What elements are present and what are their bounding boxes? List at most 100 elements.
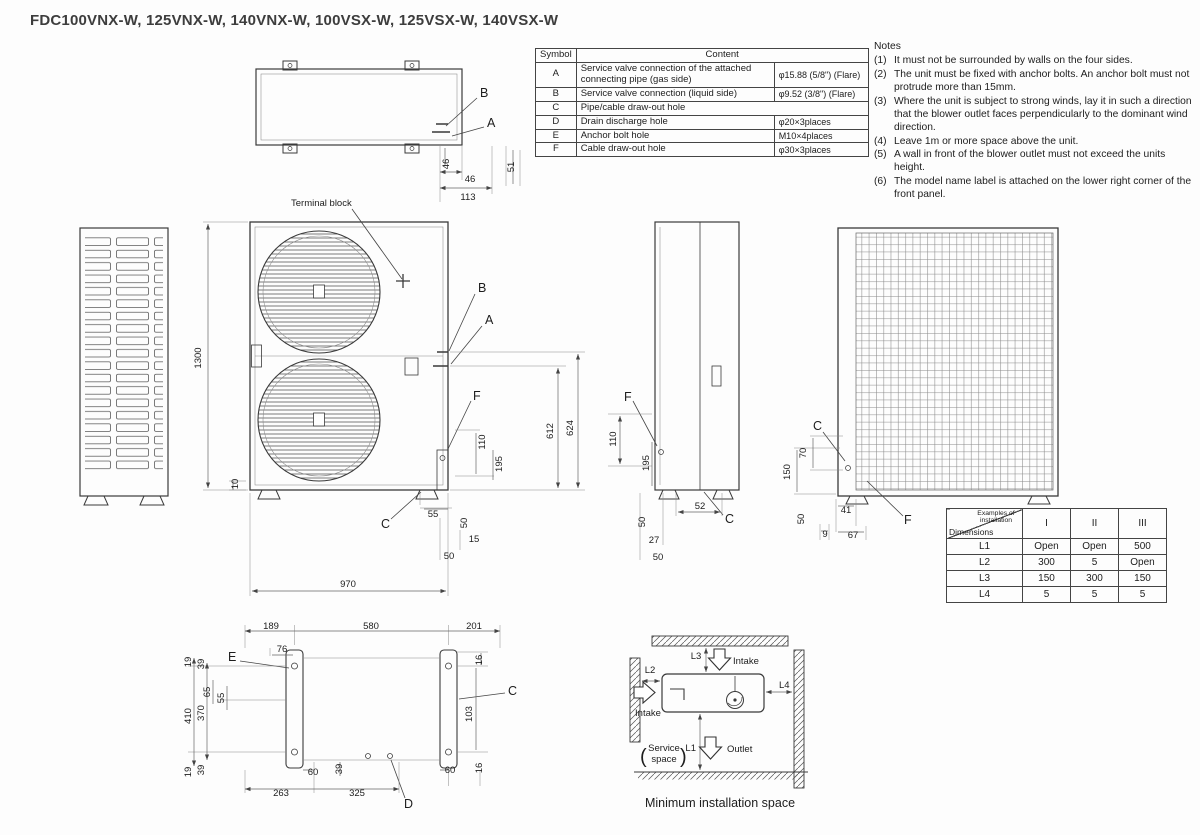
part-label-b: B [480, 86, 488, 100]
dim-label: 15 [469, 534, 480, 545]
dim-label: 150 [782, 464, 793, 480]
dim-label: 55 [428, 509, 439, 520]
outlet-label: Outlet [727, 744, 753, 755]
row-label: L4 [946, 586, 1023, 603]
dim-label: 16 [474, 655, 485, 666]
value-cell: 300 [1022, 554, 1071, 571]
dim-label: 60 [308, 767, 319, 778]
l4-label: L4 [779, 680, 790, 691]
row-label: L1 [946, 538, 1023, 555]
symbol-cell: B [535, 86, 577, 102]
intake-left-arrow-icon [633, 680, 656, 705]
l2-label: L2 [645, 665, 656, 676]
top-view: B A 46 46 51 113 [255, 60, 521, 203]
wall-top [651, 635, 789, 647]
front-view: Terminal block 1300 10 B A F C 612 624 5… [193, 198, 585, 596]
value-cell: 5 [1070, 554, 1119, 571]
wall-right [793, 649, 805, 789]
dim-label: 325 [349, 788, 365, 799]
dim-label: 189 [263, 621, 279, 632]
dim-label: 27 [649, 535, 660, 546]
dim-label: 263 [273, 788, 289, 799]
intake-top-label: Intake [733, 656, 759, 667]
note-number: (6) [874, 175, 887, 187]
part-label-f: F [624, 390, 632, 404]
note-item: (3) Where the unit is subject to strong … [874, 95, 1196, 135]
corner-top-label: Examples of installation [977, 510, 1015, 525]
dim-label: 55 [216, 693, 227, 704]
note-item: (2) The unit must be fixed with anchor b… [874, 68, 1196, 95]
l1-label: L1 [685, 743, 696, 754]
terminal-block-label: Terminal block [291, 198, 352, 209]
coil-grille [855, 232, 1054, 491]
part-label-d: D [404, 797, 413, 811]
dim-label: 624 [565, 420, 576, 436]
dim-label: 410 [183, 708, 194, 724]
value-cell: Open [1022, 538, 1071, 555]
symbol-table: Symbol Content A Service valve connectio… [535, 48, 869, 158]
column-header-ii: II [1070, 508, 1119, 539]
dim-label: 41 [841, 505, 852, 516]
dim-label: 46 [441, 159, 452, 170]
service-paren-open: ( [640, 746, 647, 768]
note-item: (4) Leave 1m or more space above the uni… [874, 135, 1196, 148]
note-item: (5) A wall in front of the blower outlet… [874, 148, 1196, 175]
dim-label: 50 [653, 552, 664, 563]
content-column-header: Content [575, 48, 869, 63]
outlet-arrow-icon [698, 736, 723, 760]
symbol-row-a: A Service valve connection of the attach… [535, 61, 869, 88]
content-cell: Cable draw-out hole [575, 142, 775, 158]
part-label-a: A [487, 116, 496, 130]
dim-label: 10 [230, 479, 241, 490]
note-number: (3) [874, 95, 887, 107]
part-label-e: E [228, 650, 236, 664]
dim-label: 65 [202, 687, 213, 698]
corner-bottom-label: Dimensions [949, 527, 994, 537]
value-cell: 500 [1118, 538, 1167, 555]
unit-outline [661, 673, 765, 713]
part-label-a: A [485, 313, 494, 327]
note-number: (5) [874, 149, 887, 160]
install-row-l1: L1 Open Open 500 [946, 538, 1167, 555]
content-cell: Pipe/cable draw-out hole [575, 100, 869, 116]
install-row-l3: L3 150 300 150 [946, 570, 1167, 587]
dim-label: 39 [196, 659, 207, 670]
row-label: L3 [946, 570, 1023, 587]
value-cell: 150 [1118, 570, 1167, 587]
symbol-cell: E [535, 128, 577, 144]
symbol-table-header-row: Symbol Content [535, 48, 869, 63]
value-cell: 5 [1118, 586, 1167, 603]
content-cell: Anchor bolt hole [575, 128, 775, 144]
part-label-f: F [904, 513, 912, 527]
note-text: Leave 1m or more space above the unit. [894, 135, 1079, 147]
part-label-c: C [381, 517, 390, 531]
dim-label: 76 [277, 644, 288, 655]
note-item: (6) The model name label is attached on … [874, 175, 1196, 202]
notes-title: Notes [874, 41, 901, 52]
value-cell: 5 [1070, 586, 1119, 603]
bottom-view: 189 580 201 76 E 19 39 65 55 410 370 19 … [183, 621, 517, 811]
dim-label: 19 [183, 767, 194, 778]
symbol-row-f: F Cable draw-out hole φ30×3places [535, 142, 869, 158]
part-label-c: C [508, 684, 517, 698]
install-row-l2: L2 300 5 Open [946, 554, 1167, 571]
value-cell: 5 [1022, 586, 1071, 603]
dim-label: 46 [465, 174, 476, 185]
column-header-i: I [1022, 508, 1071, 539]
spec-cell: φ15.88 (5/8") (Flare) [773, 61, 869, 88]
dim-970-label: 970 [340, 579, 356, 590]
floor-hatch [638, 772, 804, 780]
note-text: It must not be surrounded by walls on th… [894, 55, 1133, 67]
dim-label: 110 [608, 431, 619, 446]
dim-label: 70 [798, 448, 809, 459]
install-row-l4: L4 5 5 5 [946, 586, 1167, 603]
dim-label: 113 [460, 192, 475, 203]
min-space-diagram: L3 Intake L2 Intake L4 L1 Outlet ( Servi… [629, 635, 808, 789]
right-side-view: F 110 195 50 27 50 52 C [608, 221, 740, 563]
part-label-c: C [725, 512, 734, 526]
value-cell: Open [1118, 554, 1167, 571]
note-number: (1) [874, 55, 887, 67]
dim-label: 67 [848, 530, 859, 541]
symbol-cell: A [535, 61, 577, 88]
